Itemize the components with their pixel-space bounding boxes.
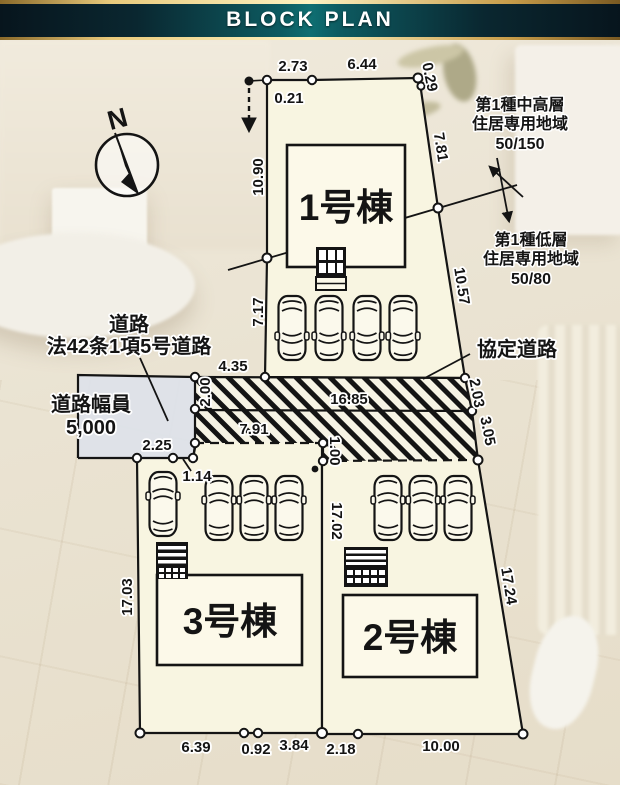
dim-lot2-step: 1.00 (326, 436, 343, 465)
boundary-point-markers (131, 72, 529, 740)
building-3: 3号棟 (155, 573, 304, 667)
car-icon (348, 294, 386, 362)
dim-bottom-lot3-b: 0.92 (241, 741, 270, 758)
dim-lot1-offset: 0.21 (274, 90, 303, 107)
car-icon (439, 474, 477, 542)
dim-lot3-right: 17.02 (328, 502, 345, 540)
direction-dashed-arrow-icon (241, 76, 268, 134)
dim-road-length-lower: 7.91 (239, 421, 268, 438)
car-icon (235, 474, 273, 542)
dim-road-right-lower: 3.05 (476, 415, 498, 447)
zoning-upper-line3: 50/150 (496, 136, 545, 153)
dim-road-length-upper: 16.85 (330, 391, 368, 408)
zoning-lower-line3: 50/80 (511, 271, 551, 288)
cars-lot3 (144, 470, 308, 542)
dim-lot3-left: 17.03 (119, 578, 136, 616)
dim-bottom-lot3-a: 6.39 (181, 739, 210, 756)
zoning-lower-line1: 第1種低層 (495, 230, 568, 249)
zoning-upper-line2: 住居専用地域 (472, 114, 568, 133)
building-2: 2号棟 (341, 593, 479, 679)
dim-lot1-right-upper: 7.81 (430, 131, 451, 163)
dim-lot1-top-a: 2.73 (278, 58, 307, 75)
dim-road-setback: 4.35 (218, 358, 247, 375)
dim-road-strip-width: 2.00 (197, 377, 214, 406)
car-icon (270, 474, 308, 542)
kyotei-road-label: 協定道路 (477, 337, 558, 361)
zoning-upper-line1: 第1種中高層 (476, 95, 565, 114)
car-icon (369, 474, 407, 542)
kyotei-label-leader (422, 353, 471, 380)
dim-road-left-frontage: 2.25 (142, 437, 171, 454)
frontage-leader (182, 458, 192, 472)
dim-lot1-left-upper: 10.90 (250, 158, 267, 196)
dim-bottom-lot2-a: 2.18 (326, 741, 355, 758)
road-label-leader (139, 357, 169, 422)
road-label-line1: 道路 (109, 312, 150, 336)
car-icon (273, 294, 311, 362)
road-width-line1: 道路幅員 (51, 392, 131, 416)
car-icon (144, 470, 182, 538)
dim-bottom-lot3-c: 3.84 (279, 737, 309, 754)
cars-lot2 (369, 474, 477, 542)
road-width-line2: 5,000 (66, 417, 116, 439)
building-1-label: 1号棟 (299, 187, 395, 228)
road-label-line2: 法42条1項5号道路 (47, 334, 212, 358)
building-3-label: 3号棟 (183, 601, 279, 642)
page-title: BLOCK PLAN (226, 8, 394, 31)
dim-bottom-lot2-b: 10.00 (422, 738, 460, 755)
zoning-lower-line2: 住居専用地域 (483, 249, 579, 268)
dim-lot1-top-b: 6.44 (347, 56, 377, 73)
dim-lot3-frontage: 1.14 (182, 468, 212, 485)
porch-icon-lot1 (315, 247, 347, 291)
porch-icon-lot2 (344, 547, 388, 587)
dim-lot1-left-lower: 7.17 (250, 297, 267, 326)
car-icon (310, 294, 348, 362)
compass-north-label: N (104, 102, 131, 136)
porch-icon-lot3 (156, 542, 188, 579)
zoning-arrows (488, 157, 524, 224)
car-icon (404, 474, 442, 542)
agreement-road-hatch (193, 375, 480, 463)
header-ribbon: BLOCK PLAN (0, 0, 620, 40)
car-icon (384, 294, 422, 362)
car-icon (200, 474, 238, 542)
building-2-label: 2号棟 (363, 617, 459, 658)
north-compass-icon: N (94, 102, 160, 198)
